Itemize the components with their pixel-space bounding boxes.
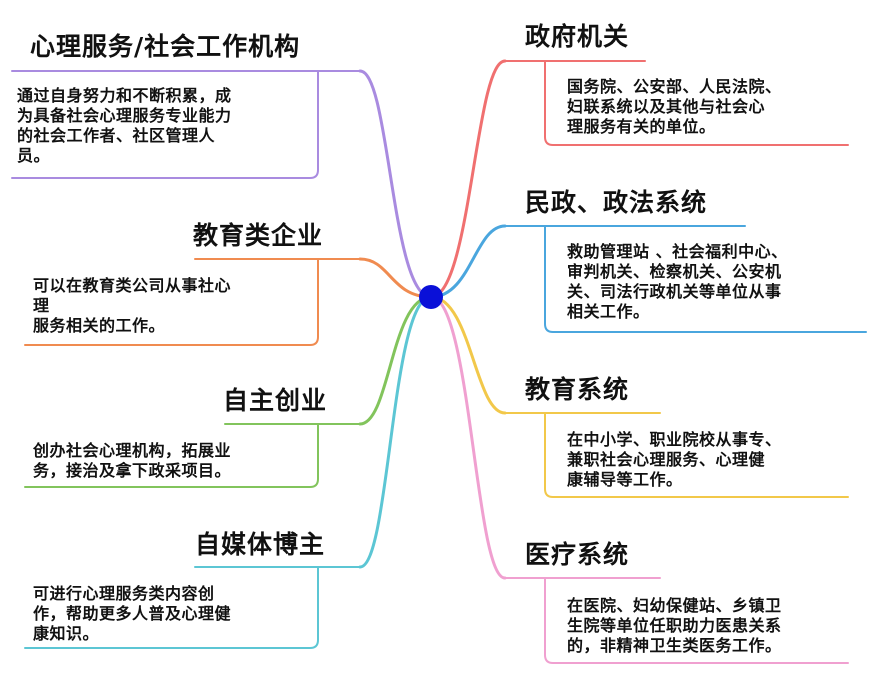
desc-self-employment: 创办社会心理机构，拓展业 务，接治及拿下政采项目。 <box>33 441 232 480</box>
topic-education-enterprise: 教育类企业 <box>193 221 324 250</box>
connector-right-1 <box>429 224 507 299</box>
desc-education-enterprise: 可以在教育类公司从事社心 理 服务相关的工作。 <box>33 276 232 335</box>
bracket-left-2 <box>24 423 319 488</box>
connector-right-2 <box>429 295 507 415</box>
connector-right-0 <box>429 59 507 299</box>
topic-psych-service-org: 心理服务/社会工作机构 <box>30 32 301 61</box>
desc-self-media: 可进行心理服务类内容创 作，帮助更多人普及心理健 康知识。 <box>33 584 232 643</box>
bracket-right-1 <box>544 225 867 333</box>
bracket-left-0 <box>11 70 319 179</box>
desc-medical-system: 在医院、妇幼保健站、乡镇卫 生院等单位任职助力医患关系 的，非精神卫生类医务工作… <box>567 596 782 655</box>
desc-civil-legal: 救助管理站 、社会福利中心、 审判机关、检察机关、公安机 关、司法行政机关等单位… <box>567 242 788 321</box>
connector-left-0 <box>358 69 433 299</box>
center-node <box>419 285 443 309</box>
desc-psych-service-org: 通过自身努力和不断积累，成 为具备社会心理服务专业能力 的社会工作者、社区管理人… <box>17 86 232 165</box>
topic-self-media: 自媒体博主 <box>195 530 326 559</box>
connector-left-3 <box>358 295 433 569</box>
topic-civil-legal: 民政、政法系统 <box>525 188 708 217</box>
bracket-right-3 <box>544 577 849 664</box>
topic-medical-system: 医疗系统 <box>525 540 630 569</box>
connector-left-2 <box>358 295 433 426</box>
bracket-right-2 <box>544 412 849 498</box>
topic-self-employment: 自主创业 <box>223 386 328 415</box>
desc-government: 国务院、公安部、人民法院、 妇联系统以及其他与社会心 理服务有关的单位。 <box>567 77 782 136</box>
connector-right-3 <box>429 295 507 580</box>
bracket-left-1 <box>24 258 319 346</box>
topic-education-system: 教育系统 <box>525 375 630 404</box>
bracket-left-3 <box>24 566 319 649</box>
topic-government: 政府机关 <box>525 22 630 51</box>
desc-education-system: 在中小学、职业院校从事专、 兼职社会心理服务、心理健 康辅导等工作。 <box>567 430 782 489</box>
bracket-right-0 <box>544 60 849 146</box>
